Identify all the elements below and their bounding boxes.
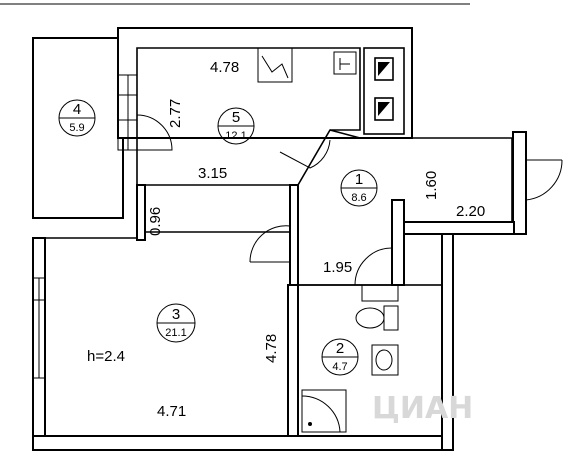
dim-kitchen-top: 4.78	[210, 59, 239, 76]
vent-mark-top	[378, 62, 390, 76]
bathroom-door-swing	[354, 247, 393, 286]
room-2-number: 2	[336, 340, 344, 357]
room-2-area: 4.7	[332, 361, 347, 373]
living-window	[32, 277, 46, 379]
balcony-door-swing	[136, 114, 173, 151]
room-label-2: 2 4.7	[321, 338, 359, 376]
dim-hall-width: 2.20	[456, 203, 485, 220]
room-5-area: 12.1	[225, 130, 246, 142]
watermark: ЦИАН	[372, 391, 473, 426]
vent-mark-bottom	[378, 102, 390, 116]
toilet-icon	[355, 305, 399, 331]
room-5-number: 5	[232, 109, 240, 126]
room-label-5: 5 12.1	[217, 107, 255, 145]
living-room-outline	[45, 184, 299, 437]
dim-corridor-width: 1.95	[323, 259, 352, 276]
kitchen-door-swing	[279, 139, 331, 169]
sink-icon	[371, 344, 399, 376]
room-3-number: 3	[172, 306, 180, 323]
dim-hall-side: 1.60	[423, 171, 440, 200]
dim-kitchen-bottom: 3.15	[198, 165, 227, 182]
kitchen-wall-angle	[297, 129, 331, 186]
dim-living-width: 4.71	[157, 403, 186, 420]
room-4-area: 5.9	[69, 122, 84, 134]
balcony-window	[117, 74, 138, 151]
room-1-area: 8.6	[351, 192, 366, 204]
vent-shaft-top	[374, 57, 394, 81]
living-door-swing	[249, 225, 291, 263]
vent-shaft-bottom	[374, 97, 394, 121]
room-3-area: 21.1	[165, 327, 186, 339]
room-1-number: 1	[355, 171, 363, 188]
room-label-3: 3 21.1	[156, 303, 196, 343]
hall-outline	[289, 129, 515, 286]
stove-icon	[333, 51, 357, 75]
dim-living-height: 4.78	[263, 334, 280, 363]
room-label-1: 1 8.6	[340, 169, 378, 207]
room-label-4: 4 5.9	[58, 99, 96, 137]
outer-walls	[32, 27, 527, 451]
dim-wall-gap: 0.96	[147, 207, 164, 236]
entrance-door	[525, 159, 563, 201]
room-4-number: 4	[73, 101, 81, 118]
bathroom-outline	[297, 284, 443, 437]
shower-icon	[301, 389, 347, 433]
dim-kitchen-side: 2.77	[167, 99, 184, 128]
electric-panel-icon	[257, 47, 293, 83]
ceiling-height-label: h=2.4	[87, 348, 125, 365]
